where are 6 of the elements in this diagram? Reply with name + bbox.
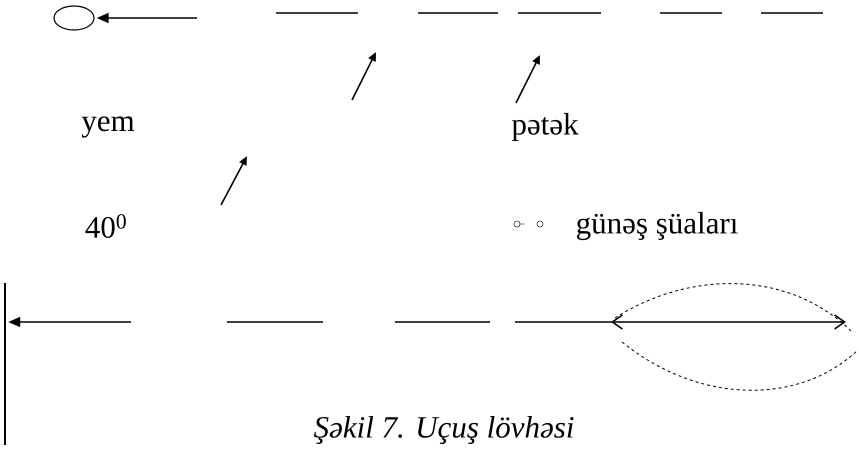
label-text: pətək: [512, 112, 579, 142]
caption: Şəkil 7. Uçuş lövhəsi: [314, 416, 574, 444]
oval: [53, 5, 95, 31]
label-text: 40$^{0}$: [85, 214, 126, 238]
label-text: günəş şüaları: [576, 212, 738, 240]
label-text: yem: [82, 116, 134, 138]
